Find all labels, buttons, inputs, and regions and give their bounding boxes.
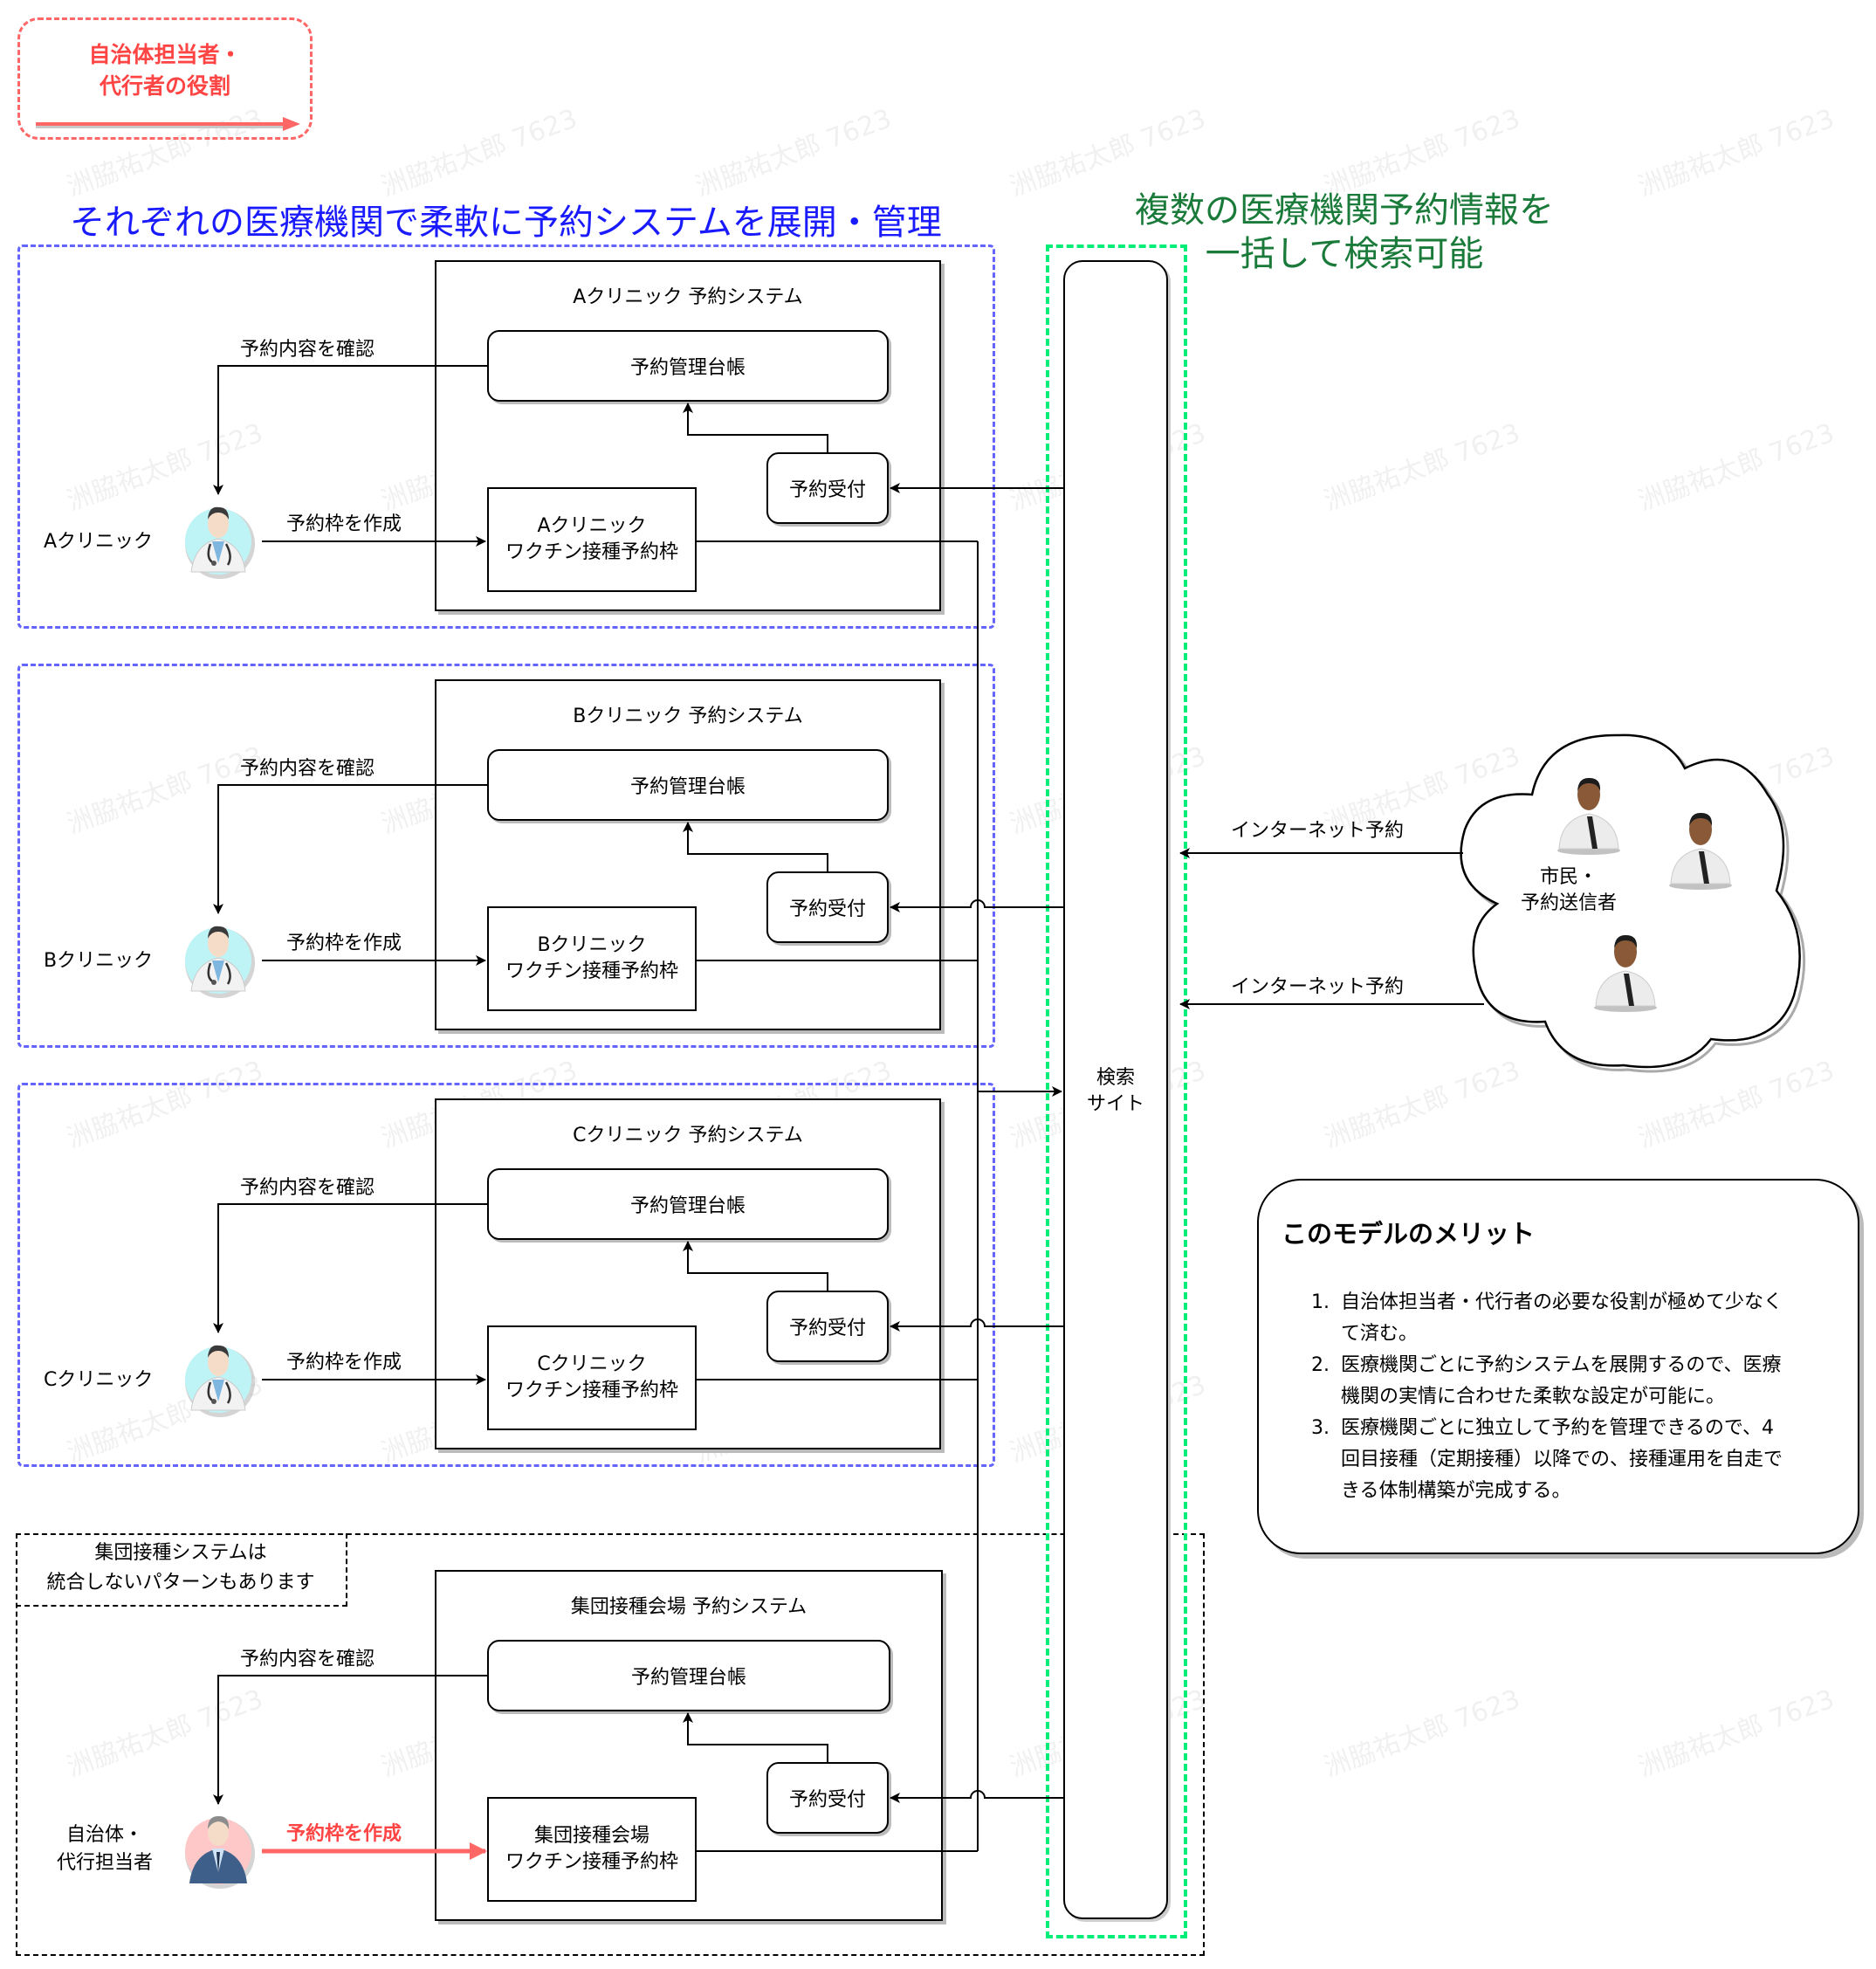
actor-label: Bクリニック bbox=[44, 950, 154, 972]
merits-list: 1. 自治体担当者・代行者の必要な役割が極めて少なくて済む。 2. 医療機関ごと… bbox=[1311, 1287, 1835, 1507]
ledger-box[interactable]: 予約管理台帳 bbox=[487, 1640, 890, 1711]
system-title: Aクリニック 予約システム bbox=[573, 286, 803, 308]
slot-box[interactable]: Cクリニック ワクチン接種予約枠 bbox=[487, 1325, 697, 1430]
doctor-icon bbox=[185, 1345, 255, 1417]
watermark-text: 洲脇祐太郎 7623 bbox=[691, 103, 896, 203]
actor-line1: 自治体・ bbox=[65, 1824, 143, 1846]
mass-note-box: 集団接種システムは 統合しないパターンもあります bbox=[16, 1533, 347, 1607]
merit-number: 3. bbox=[1311, 1417, 1330, 1439]
legend-title-line1: 自治体担当者・ bbox=[88, 42, 242, 67]
create-label: 予約枠を作成 bbox=[286, 933, 402, 954]
citizen-icon bbox=[1557, 777, 1620, 855]
watermark-text: 洲脇祐太郎 7623 bbox=[377, 103, 581, 203]
merit-item-1: 1. 自治体担当者・代行者の必要な役割が極めて少なくて済む。 bbox=[1311, 1287, 1835, 1350]
merit-item-2: 2. 医療機関ごとに予約システムを展開するので、医療機関の実情に合わせた柔軟な設… bbox=[1311, 1350, 1835, 1413]
watermark-text: 洲脇祐太郎 7623 bbox=[1634, 1683, 1838, 1784]
right-heading: 複数の医療機関予約情報を 一括して検索可能 bbox=[1117, 189, 1571, 276]
system-title: Cクリニック 予約システム bbox=[573, 1125, 803, 1146]
search-site-line1: 検索 bbox=[1096, 1067, 1135, 1089]
reception-box[interactable]: 予約受付 bbox=[766, 452, 889, 524]
legend-title: 自治体担当者・ 代行者の役割 bbox=[20, 39, 310, 102]
legend-arrow-icon bbox=[36, 117, 300, 131]
watermark-text: 洲脇祐太郎 7623 bbox=[1320, 103, 1524, 203]
citizens-cloud bbox=[1460, 733, 1806, 1073]
merit-text: きる体制構築が完成する。 bbox=[1341, 1480, 1571, 1502]
ledger-box[interactable]: 予約管理台帳 bbox=[487, 330, 889, 402]
right-heading-line1: 複数の医療機関予約情報を bbox=[1135, 190, 1554, 231]
legend-title-line2: 代行者の役割 bbox=[99, 73, 230, 99]
citizens-label: 市民・ 予約送信者 bbox=[1503, 864, 1634, 917]
ledger-box[interactable]: 予約管理台帳 bbox=[487, 749, 889, 821]
mass-note-line1: 集団接種システムは bbox=[94, 1542, 267, 1564]
internet-reservation-label-2: インターネット予約 bbox=[1231, 976, 1405, 998]
mass-note-line2: 統合しないパターンもあります bbox=[46, 1572, 315, 1594]
watermark-text: 洲脇祐太郎 7623 bbox=[1320, 417, 1524, 518]
slot-box[interactable]: 集団接種会場 ワクチン接種予約枠 bbox=[487, 1797, 697, 1902]
right-heading-line2: 一括して検索可能 bbox=[1205, 234, 1484, 274]
slot-line1: Bクリニック bbox=[537, 934, 647, 957]
slot-line2: ワクチン接種予約枠 bbox=[505, 1380, 678, 1401]
slot-line1: Cクリニック bbox=[537, 1353, 647, 1376]
merit-text: 機関の実情に合わせた柔軟な設定が可能に。 bbox=[1341, 1386, 1726, 1408]
actor-line2: 代行担当者 bbox=[56, 1852, 153, 1874]
slot-line1: 集団接種会場 bbox=[533, 1825, 649, 1848]
reception-box[interactable]: 予約受付 bbox=[766, 1291, 889, 1362]
slot-box[interactable]: Bクリニック ワクチン接種予約枠 bbox=[487, 906, 697, 1011]
watermark-text: 洲脇祐太郎 7623 bbox=[1320, 1683, 1524, 1784]
actor-label: 自治体・ 代行担当者 bbox=[35, 1821, 175, 1877]
search-site-box[interactable]: 検索 サイト bbox=[1063, 260, 1168, 1919]
merit-text: て済む。 bbox=[1341, 1323, 1419, 1345]
slot-line2: ワクチン接種予約枠 bbox=[505, 960, 678, 982]
create-label: 予約枠を作成 bbox=[286, 1823, 402, 1845]
search-site-line2: サイト bbox=[1086, 1093, 1144, 1115]
actor-label: Cクリニック bbox=[44, 1369, 154, 1391]
create-label: 予約枠を作成 bbox=[286, 1352, 402, 1373]
citizens-label-line1: 市民・ bbox=[1539, 866, 1598, 888]
citizen-icon bbox=[1669, 812, 1732, 890]
citizen-icon bbox=[1594, 934, 1657, 1012]
mass-vaccination-group bbox=[16, 1533, 1205, 1956]
left-heading: それぞれの医療機関で柔軟に予約システムを展開・管理 bbox=[70, 203, 942, 243]
confirm-label: 予約内容を確認 bbox=[240, 1177, 375, 1199]
merit-number: 1. bbox=[1311, 1291, 1330, 1313]
doctor-icon bbox=[185, 926, 255, 998]
citizens-label-line2: 予約送信者 bbox=[1520, 892, 1617, 914]
doctor-icon bbox=[185, 506, 255, 579]
merit-text: 医療機関ごとに予約システムを展開するので、医療 bbox=[1341, 1354, 1782, 1376]
confirm-label: 予約内容を確認 bbox=[240, 339, 375, 361]
legend-box: 自治体担当者・ 代行者の役割 bbox=[17, 17, 313, 140]
watermark-text: 洲脇祐太郎 7623 bbox=[1006, 103, 1210, 203]
merit-text: 回目接種（定期接種）以降での、接種運用を自走で bbox=[1341, 1449, 1783, 1470]
slot-line2: ワクチン接種予約枠 bbox=[505, 541, 678, 563]
official-icon bbox=[185, 1815, 255, 1889]
confirm-label: 予約内容を確認 bbox=[240, 1649, 375, 1670]
reception-box[interactable]: 予約受付 bbox=[766, 1762, 889, 1834]
internet-reservation-label-1: インターネット予約 bbox=[1231, 820, 1405, 842]
slot-box[interactable]: Aクリニック ワクチン接種予約枠 bbox=[487, 487, 697, 592]
slot-line2: ワクチン接種予約枠 bbox=[505, 1851, 678, 1873]
merit-text: 自治体担当者・代行者の必要な役割が極めて少なく bbox=[1341, 1291, 1783, 1313]
merit-number: 2. bbox=[1311, 1354, 1330, 1376]
confirm-label: 予約内容を確認 bbox=[240, 758, 375, 780]
ledger-box[interactable]: 予約管理台帳 bbox=[487, 1168, 889, 1240]
merit-item-3: 3. 医療機関ごとに独立して予約を管理できるので、4 回目接種（定期接種）以降での… bbox=[1311, 1413, 1835, 1507]
watermark-text: 洲脇祐太郎 7623 bbox=[1634, 103, 1838, 203]
reception-box[interactable]: 予約受付 bbox=[766, 871, 889, 943]
actor-label: Aクリニック bbox=[44, 531, 154, 553]
system-title: 集団接種会場 予約システム bbox=[570, 1596, 807, 1618]
merit-text: 医療機関ごとに独立して予約を管理できるので、4 bbox=[1341, 1417, 1775, 1439]
slot-line1: Aクリニック bbox=[537, 515, 647, 538]
merits-title: このモデルのメリット bbox=[1282, 1219, 1536, 1249]
watermark-text: 洲脇祐太郎 7623 bbox=[1634, 417, 1838, 518]
system-title: Bクリニック 予約システム bbox=[573, 706, 803, 727]
merits-box: このモデルのメリット 1. 自治体担当者・代行者の必要な役割が極めて少なくて済む… bbox=[1257, 1179, 1859, 1554]
create-label: 予約枠を作成 bbox=[286, 513, 402, 535]
